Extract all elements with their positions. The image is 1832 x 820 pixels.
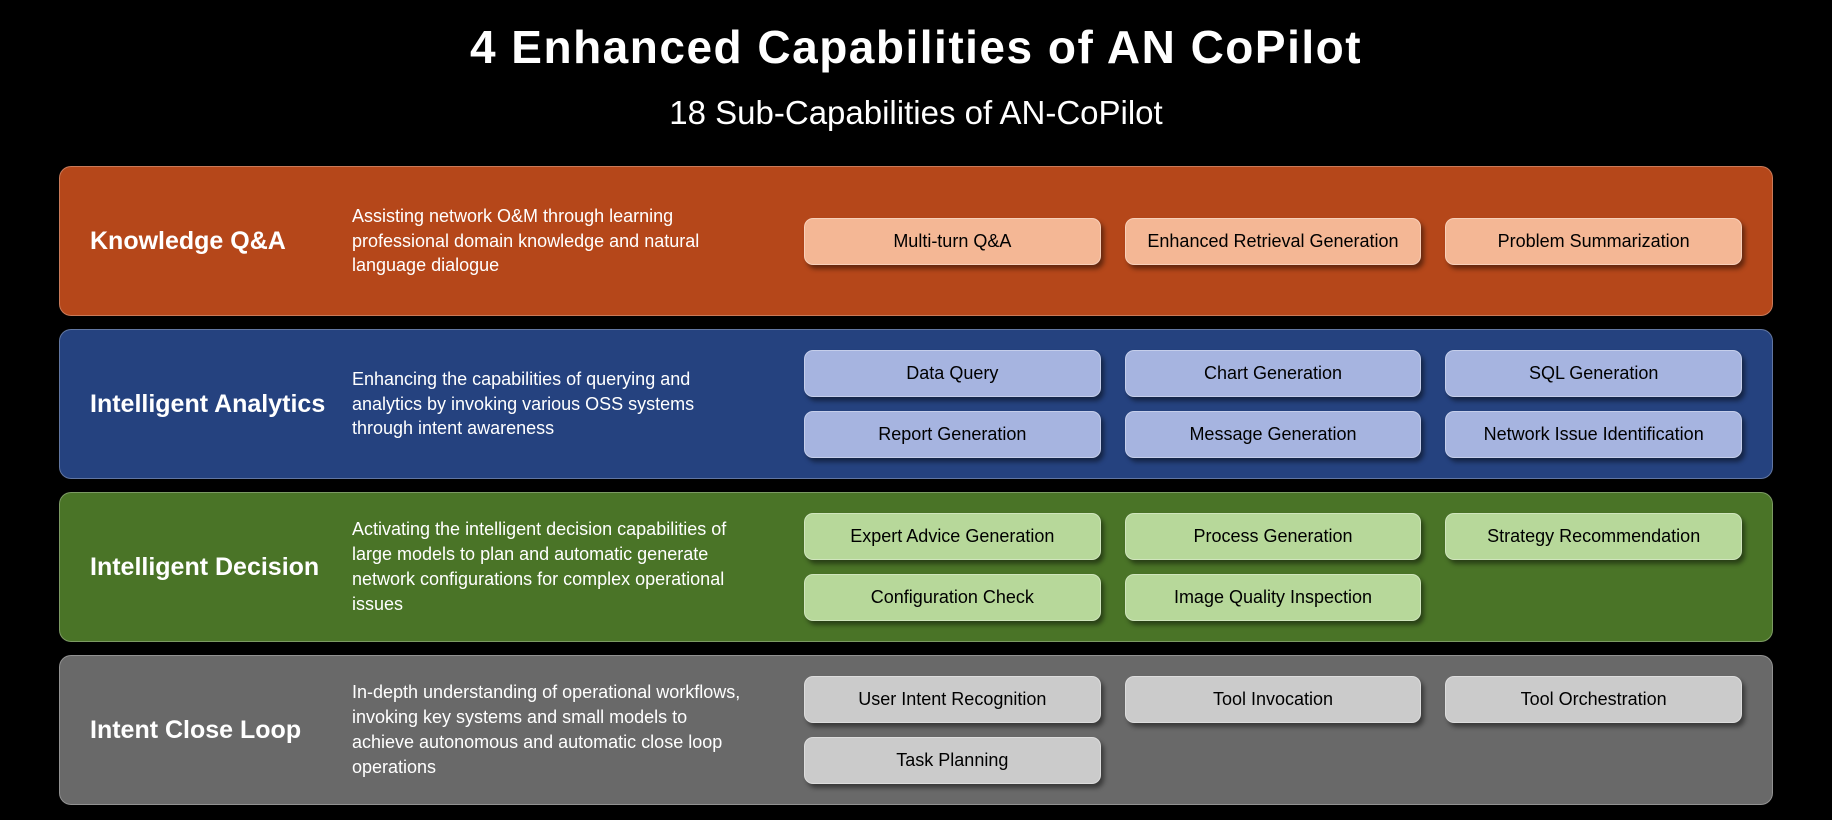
page-title: 4 Enhanced Capabilities of AN CoPilot [469, 21, 1363, 73]
sub-capability-pill: SQL Generation [1445, 350, 1742, 397]
capability-description: In-depth understanding of operational wo… [352, 682, 741, 777]
capability-description: Activating the intelligent decision capa… [352, 519, 727, 614]
sub-capability-pill: Chart Generation [1124, 350, 1422, 397]
header: 4 Enhanced Capabilities of AN CoPilot 18… [0, 0, 1832, 132]
capability-title: Intent Close Loop [90, 715, 302, 744]
sub-capability-pill: Image Quality Inspection [1124, 574, 1422, 621]
capability-title: Intelligent Decision [90, 552, 320, 581]
capability-row-knowledge-qa: Knowledge Q&A Assisting network O&M throu… [59, 166, 1773, 316]
capabilities-rows: Knowledge Q&A Assisting network O&M throu… [59, 166, 1773, 805]
capability-row-intelligent-decision: Intelligent Decision Activating the intel… [59, 492, 1773, 642]
capability-description: Assisting network O&M through learning p… [352, 205, 700, 276]
sub-capability-pill: Expert Advice Generation [804, 513, 1101, 560]
capability-title: Intelligent Analytics [90, 389, 326, 418]
capability-row-intelligent-analytics: Intelligent Analytics Enhancing the capab… [59, 329, 1773, 479]
sub-capability-list: Expert Advice Generation Process Generati… [804, 513, 1742, 621]
sub-capability-pill: Tool Orchestration [1445, 676, 1742, 723]
sub-capability-pill: Problem Summarization [1445, 217, 1742, 265]
page-subtitle: 18 Sub-Capabilities of AN-CoPilot [669, 94, 1163, 131]
sub-capability-pill: Tool Invocation [1124, 676, 1422, 723]
sub-capability-pill: Process Generation [1124, 513, 1422, 560]
capability-description: Enhancing the capabilities of querying a… [352, 368, 695, 439]
sub-capability-pill: Enhanced Retrieval Generation [1124, 217, 1422, 265]
sub-capability-pill: Network Issue Identification [1445, 411, 1742, 458]
sub-capability-pill: Task Planning [804, 737, 1101, 784]
sub-capability-list: User Intent Recognition Tool Invocation To… [804, 676, 1742, 784]
sub-capability-pill: Strategy Recommendation [1445, 513, 1742, 560]
sub-capability-pill: Configuration Check [804, 574, 1101, 621]
capability-row-intent-close-loop: Intent Close Loop In-depth understanding … [59, 655, 1773, 805]
capability-title: Knowledge Q&A [90, 226, 286, 255]
sub-capability-pill: Message Generation [1124, 411, 1422, 458]
sub-capability-pill: Report Generation [804, 411, 1101, 458]
sub-capability-list: Data Query Chart Generation SQL Generation… [804, 350, 1742, 458]
sub-capability-list: Multi-turn Q&A Enhanced Retrieval Generat… [804, 217, 1742, 265]
sub-capability-pill: Data Query [804, 350, 1101, 397]
sub-capability-pill: User Intent Recognition [804, 676, 1101, 723]
sub-capability-pill: Multi-turn Q&A [804, 217, 1101, 265]
